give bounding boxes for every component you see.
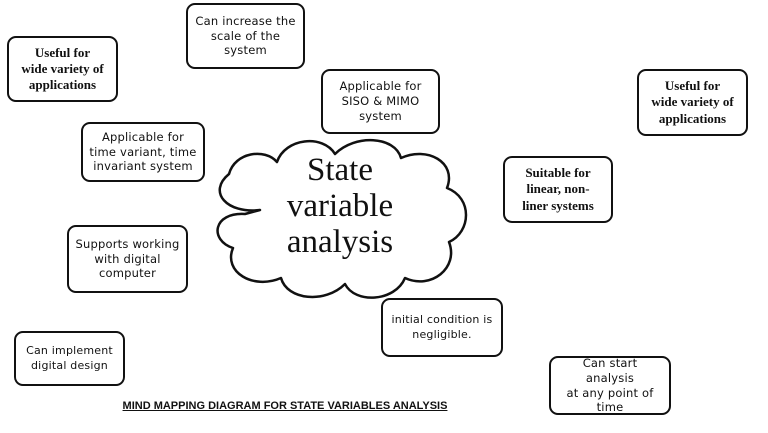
- node-linear-nonlinear: Suitable for linear, non- liner systems: [503, 156, 613, 223]
- node-start-analysis: Can start analysis at any point of time: [549, 356, 671, 415]
- central-topic: State variable analysis: [286, 152, 394, 260]
- central-cloud: [216, 139, 468, 299]
- node-digital-design: Can implement digital design: [14, 331, 125, 386]
- node-time-variant: Applicable for time variant, time invari…: [81, 122, 205, 182]
- node-increase-scale: Can increase the scale of the system: [186, 3, 305, 69]
- diagram-caption: MIND MAPPING DIAGRAM FOR STATE VARIABLES…: [122, 400, 448, 412]
- node-useful-applications-right: Useful for wide variety of applications: [637, 69, 748, 136]
- node-useful-applications-left: Useful for wide variety of applications: [7, 36, 118, 102]
- node-initial-condition: initial condition is negligible.: [381, 298, 503, 357]
- node-digital-computer: Supports working with digital computer: [67, 225, 188, 293]
- node-siso-mimo: Applicable for SISO & MIMO system: [321, 69, 440, 134]
